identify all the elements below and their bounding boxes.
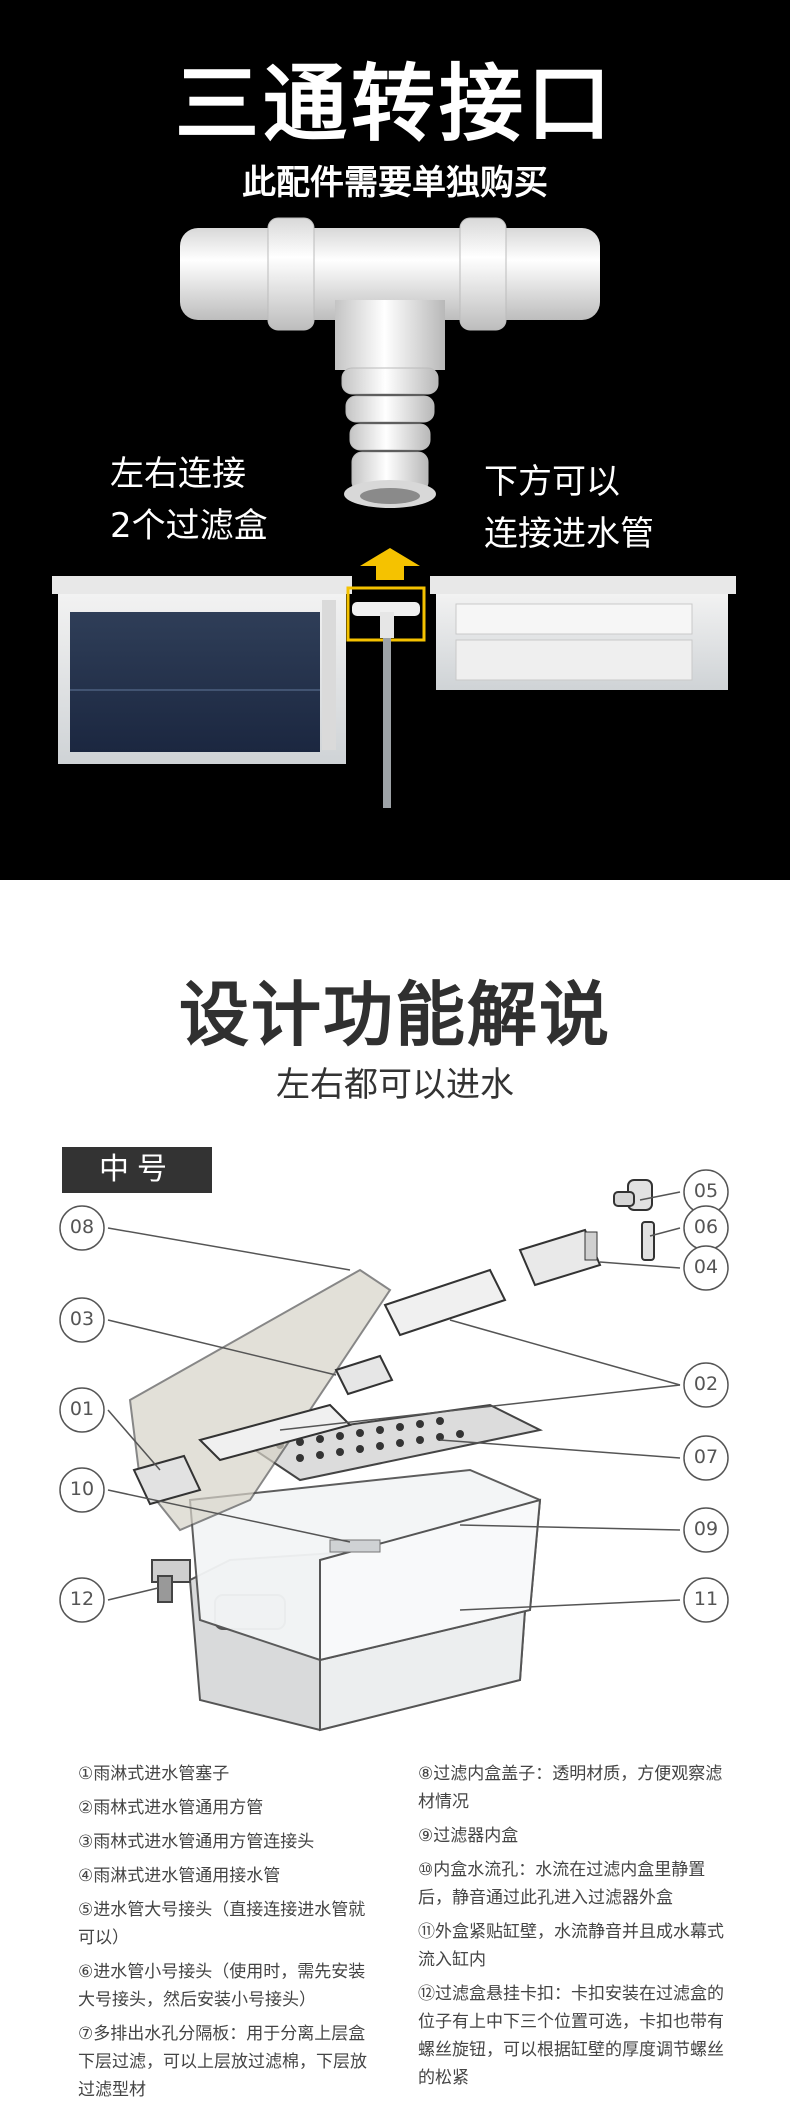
callout-02: 02 xyxy=(693,1373,719,1395)
small-tee-horizontal xyxy=(352,602,420,616)
callout-04: 04 xyxy=(693,1256,719,1278)
inner-box xyxy=(188,1468,542,1662)
legend-item-07: ⑦多排出水孔分隔板：用于分离上层盒下层过滤，可以上层放过滤棉，下层放过滤型材 xyxy=(78,2024,367,2100)
tee-collar-left xyxy=(267,217,315,331)
callout-01: 01 xyxy=(69,1398,95,1420)
square-pipe-connector xyxy=(334,1354,394,1396)
outlet-hole xyxy=(360,488,420,504)
legend-item-06: ⑥进水管小号接头（使用时，需先安装大号接头，然后安装小号接头） xyxy=(78,1962,366,2010)
callout-circles xyxy=(59,1169,729,1623)
right-note-line-2: 连接进水管 xyxy=(484,514,654,554)
right-box-tray-upper xyxy=(455,603,693,635)
legend-item-08: ⑧过滤内盒盖子：透明材质，方便观察滤材情况 xyxy=(418,1764,723,1812)
inner-box-flow-slot xyxy=(329,1539,381,1553)
small-tee-vertical xyxy=(380,612,394,638)
inlet-plug xyxy=(132,1454,202,1506)
tee-connector-illustration xyxy=(52,217,736,808)
legend-item-12: ⑫过滤盒悬挂卡扣：卡扣安装在过滤盒的位子有上中下三个位置可选，卡扣也带有螺丝旋钮… xyxy=(418,1984,724,2088)
barb-ring-1 xyxy=(341,367,439,395)
right-box-lid xyxy=(430,576,736,594)
square-pipes xyxy=(132,1268,507,1506)
callout-05: 05 xyxy=(693,1180,719,1202)
callout-07: 07 xyxy=(693,1446,719,1468)
barb-ring-2 xyxy=(345,395,435,423)
large-fitting xyxy=(613,1179,653,1211)
left-note-line-1: 左右连接 xyxy=(110,454,246,494)
callout-10: 10 xyxy=(69,1478,95,1500)
leader-lines xyxy=(107,1191,681,1611)
legend-item-03: ③雨林式进水管通用方管连接头 xyxy=(78,1832,315,1852)
callout-11: 11 xyxy=(693,1588,719,1610)
legend-item-04: ④雨淋式进水管通用接水管 xyxy=(78,1866,281,1886)
legend-item-11: ⑪外盒紧贴缸壁，水流静音并且成水幕式流入缸内 xyxy=(418,1922,724,1970)
hanging-clip xyxy=(151,1559,191,1603)
legend-left-column: ①雨淋式进水管塞子 ②雨林式进水管通用方管 ③雨林式进水管通用方管连接头 ④雨淋… xyxy=(78,1760,378,2110)
legend-right-column: ⑧过滤内盒盖子：透明材质，方便观察滤材情况 ⑨过滤器内盒 ⑩内盒水流孔：水流在过… xyxy=(418,1760,728,2098)
callout-08: 08 xyxy=(69,1216,95,1238)
exploded-view-diagram xyxy=(59,1169,729,1732)
design-title: 设计功能解说 xyxy=(179,974,611,1056)
top-subtitle: 此配件需要单独购买 xyxy=(242,163,548,203)
legend-item-10: ⑩内盒水流孔：水流在过滤内盒里静置后，静音通过此孔进入过滤器外盒 xyxy=(418,1860,706,1908)
tee-collar-right xyxy=(459,217,507,331)
size-tag: 中号 xyxy=(62,1147,212,1193)
callout-12: 12 xyxy=(69,1588,95,1610)
right-connection-note: 下方可以 连接进水管 xyxy=(484,456,654,560)
inlet-receiver xyxy=(518,1228,602,1287)
left-connection-note: 左右连接 2个过滤盒 xyxy=(110,448,268,552)
design-subtitle: 左右都可以进水 xyxy=(276,1065,514,1105)
small-fitting xyxy=(641,1221,655,1261)
legend-item-01: ①雨淋式进水管塞子 xyxy=(78,1764,230,1784)
left-box-side xyxy=(322,600,336,750)
barb-ring-3 xyxy=(349,423,431,451)
top-title: 三通转接口 xyxy=(174,55,615,153)
right-note-line-1: 下方可以 xyxy=(484,462,620,502)
callout-06: 06 xyxy=(693,1216,719,1238)
left-box-sponge xyxy=(70,612,320,752)
legend-item-02: ②雨林式进水管通用方管 xyxy=(78,1798,264,1818)
legend-item-09: ⑨过滤器内盒 xyxy=(418,1826,519,1846)
product-hero-panel: 三通转接口 此配件需要单独购买 左右连接 2个过滤盒 下方可以 连接进水管 xyxy=(0,0,790,880)
inlet-hose xyxy=(383,638,391,808)
right-box-tray-lower xyxy=(455,639,693,681)
callout-09: 09 xyxy=(693,1518,719,1540)
up-arrow-icon xyxy=(360,548,420,580)
tee-vertical-body xyxy=(335,300,445,370)
callout-03: 03 xyxy=(69,1308,95,1330)
left-box-lid xyxy=(52,576,352,594)
legend-item-05: ⑤进水管大号接头（直接连接进水管就可以） xyxy=(78,1900,366,1948)
left-note-line-2: 2个过滤盒 xyxy=(110,506,268,546)
